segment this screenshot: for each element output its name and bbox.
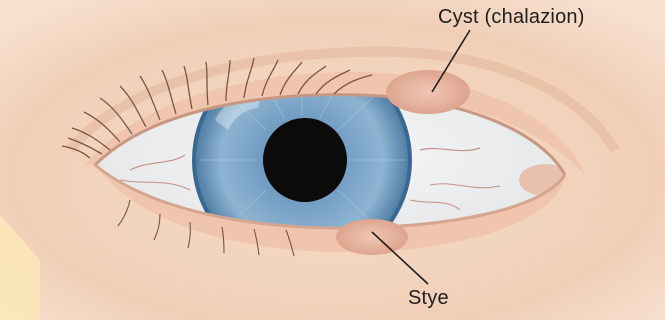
- pupil: [263, 118, 347, 202]
- chalazion-lesion: [386, 70, 470, 114]
- stye-label: Stye: [408, 287, 449, 310]
- cyst-label: Cyst (chalazion): [438, 6, 585, 29]
- stye-lesion: [336, 219, 408, 255]
